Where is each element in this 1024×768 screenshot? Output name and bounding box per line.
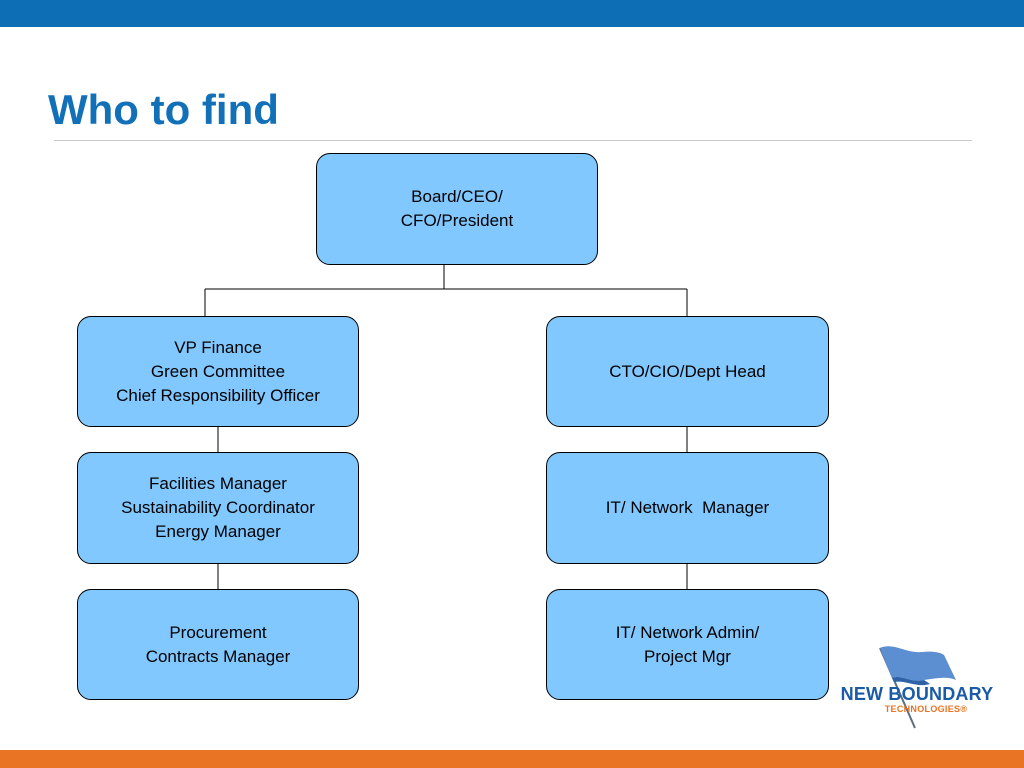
flag-icon bbox=[879, 646, 956, 729]
node-line: Procurement bbox=[169, 622, 267, 642]
node-line: Green Committee bbox=[150, 361, 286, 381]
node-line: Facilities Manager bbox=[149, 474, 287, 493]
org-node-board-ceo: Board/CEO/ CFO/President bbox=[316, 153, 598, 265]
org-node-procurement: Procurement Contracts Manager bbox=[77, 589, 359, 700]
node-line: Board/CEO/ bbox=[411, 187, 503, 206]
org-node-it-network-admin: IT/ Network Admin/ Project Mgr bbox=[546, 589, 829, 700]
node-line: IT/ Network Admin/ bbox=[615, 622, 760, 642]
node-line: CTO/CIO/Dept Head bbox=[609, 361, 766, 381]
node-line: CFO/President bbox=[400, 211, 514, 230]
node-line: Project Mgr bbox=[644, 646, 731, 666]
node-line: Sustainability Coordinator bbox=[121, 498, 315, 517]
org-node-facilities-manager: Facilities Manager Sustainability Coordi… bbox=[77, 452, 359, 564]
title-divider bbox=[54, 140, 972, 141]
node-line: Chief Responsibility Officer bbox=[116, 385, 320, 405]
node-line: IT/ Network Manager bbox=[605, 498, 770, 517]
top-accent-bar bbox=[0, 0, 1024, 27]
logo-subtitle: TECHNOLOGIES® bbox=[884, 704, 968, 714]
org-node-cto-cio: CTO/CIO/Dept Head bbox=[546, 316, 829, 427]
org-node-it-network-manager: IT/ Network Manager bbox=[546, 452, 829, 564]
node-line: VP Finance bbox=[174, 337, 262, 357]
slide-title: Who to find bbox=[48, 86, 279, 133]
company-logo: NEW BOUNDARY TECHNOLOGIES® bbox=[832, 640, 1000, 734]
bottom-accent-bar bbox=[0, 750, 1024, 768]
logo-name: NEW BOUNDARY bbox=[840, 684, 994, 704]
org-node-vp-finance: VP Finance Green Committee Chief Respons… bbox=[77, 316, 359, 427]
node-line: Energy Manager bbox=[155, 522, 281, 541]
node-line: Contracts Manager bbox=[145, 646, 291, 666]
